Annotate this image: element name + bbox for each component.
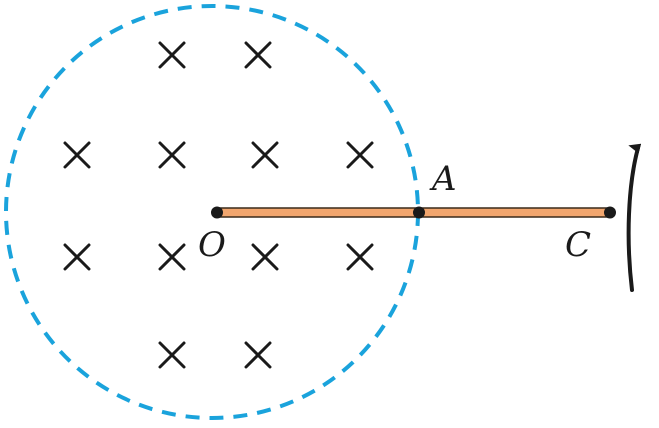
cross-icon — [158, 243, 186, 271]
cross-icon — [158, 41, 186, 69]
label-o: O — [198, 225, 226, 265]
cross-icon — [244, 341, 272, 369]
point-o-dot — [211, 206, 223, 219]
cross-icon — [251, 141, 279, 169]
cross-icon — [158, 341, 186, 369]
cross-icon — [346, 141, 374, 169]
cross-icon — [63, 141, 91, 169]
cross-icon — [251, 243, 279, 271]
cross-icon — [244, 41, 272, 69]
curved-arrow-icon — [626, 143, 642, 292]
cross-icon — [346, 243, 374, 271]
cross-icon — [63, 243, 91, 271]
label-a: A — [429, 159, 457, 199]
cross-icon — [158, 141, 186, 169]
point-a-dot — [413, 206, 425, 219]
point-c-dot — [604, 206, 616, 219]
label-c: C — [565, 225, 591, 265]
field-marks — [63, 41, 374, 369]
